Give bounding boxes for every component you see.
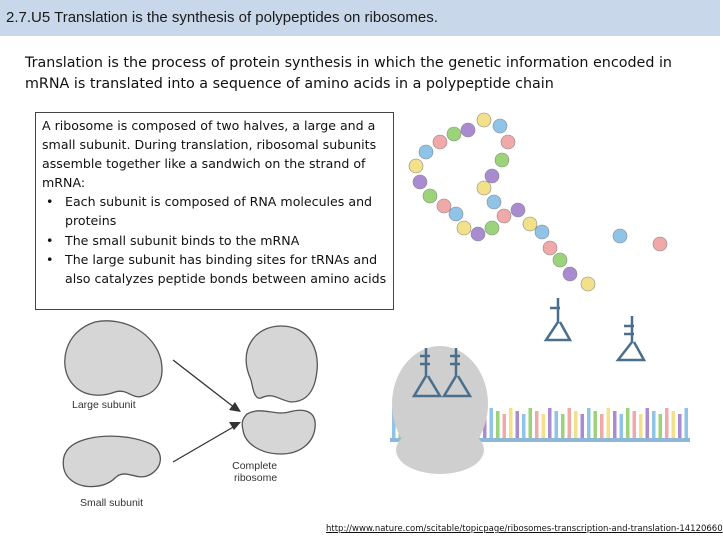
amino-acid-bead [494,152,510,168]
info-box: A ribosome is composed of two halves, a … [35,112,394,310]
mrna-base [619,414,623,438]
amino-acid-bead [412,174,428,190]
amino-acid-bead [486,194,502,210]
mrna-base [548,408,552,438]
amino-acid-bead [562,266,578,282]
mrna-base [606,408,610,438]
amino-acid-bead [448,206,464,222]
amino-acid-bead [436,198,452,214]
amino-acid-bead [522,216,538,232]
amino-acid-bead [580,276,596,292]
amino-acid-bead [422,188,438,204]
mrna-base [554,411,558,438]
amino-acid-bead [612,228,628,244]
mrna-base [561,414,565,438]
amino-acid-bead [652,236,668,252]
mrna-base [600,414,604,438]
bullet-item: The small subunit binds to the mRNA [42,231,387,250]
amino-acid-bead [510,202,526,218]
mrna-base [522,414,526,438]
mrna-base [632,411,636,438]
amino-acid-bead [484,168,500,184]
amino-acid-bead [432,134,448,150]
mrna-base [639,414,643,438]
amino-acid-bead [446,126,462,142]
mrna-base [392,408,396,438]
amino-acid-bead [500,134,516,150]
trna-icon [411,348,473,398]
polypeptide-chain [408,112,668,292]
title-bar: 2.7.U5 Translation is the synthesis of p… [0,0,720,36]
mrna-base [535,411,539,438]
info-box-bullets: Each subunit is composed of RNA molecule… [42,192,387,287]
large-subunit-label: Large subunit [72,399,136,411]
complete-ribosome-bottom [241,409,316,455]
amino-acid-bead [470,226,486,242]
amino-acid-bead [476,180,492,196]
mrna-base [567,408,571,438]
amino-acid-bead [456,220,472,236]
mrna-base [541,414,545,438]
mrna-base [515,411,519,438]
mrna-base [502,414,506,438]
slide-title: 2.7.U5 Translation is the synthesis of p… [6,9,438,26]
mrna-base [684,408,688,438]
amino-acid-bead [542,240,558,256]
small-subunit-shape [62,435,161,488]
amino-acid-bead [534,224,550,240]
free-trna-icon [543,298,647,362]
mrna-base [580,414,584,438]
mrna-base [489,408,493,438]
mrna-base [671,411,675,438]
complete-ribosome-top [245,325,318,403]
mrna-base [496,411,500,438]
amino-acid-bead [476,112,492,128]
mrna-base [645,408,649,438]
amino-acid-bead [496,208,512,224]
large-subunit-shape [64,320,163,398]
amino-acid-bead [484,220,500,236]
mrna-base [528,408,532,438]
mrna-base [652,411,656,438]
intro-paragraph: Translation is the process of protein sy… [25,55,672,92]
mrna-base [509,408,513,438]
mrna-base [678,414,682,438]
ribosome-small-part [396,426,484,474]
amino-acid-bead [460,122,476,138]
amino-acid-bead [552,252,568,268]
bullet-item: The large subunit has binding sites for … [42,250,387,288]
amino-acid-bead [492,118,508,134]
mrna-base [613,411,617,438]
mrna-base [587,408,591,438]
amino-acid-bead [408,158,424,174]
mrna-base [483,414,487,438]
subunit-diagram [62,320,318,488]
mrna-base [574,411,578,438]
bullet-item: Each subunit is composed of RNA molecule… [42,192,387,230]
amino-acid-bead [418,144,434,160]
mrna-base [593,411,597,438]
mrna-base [626,408,630,438]
complete-ribosome-label: Complete ribosome [232,460,278,484]
small-subunit-label: Small subunit [80,497,144,509]
mrna-base [665,408,669,438]
translation-illustration [390,112,690,474]
mrna-base [658,414,662,438]
info-box-lead: A ribosome is composed of two halves, a … [42,118,377,191]
source-link[interactable]: http://www.nature.com/scitable/topicpage… [326,524,723,534]
